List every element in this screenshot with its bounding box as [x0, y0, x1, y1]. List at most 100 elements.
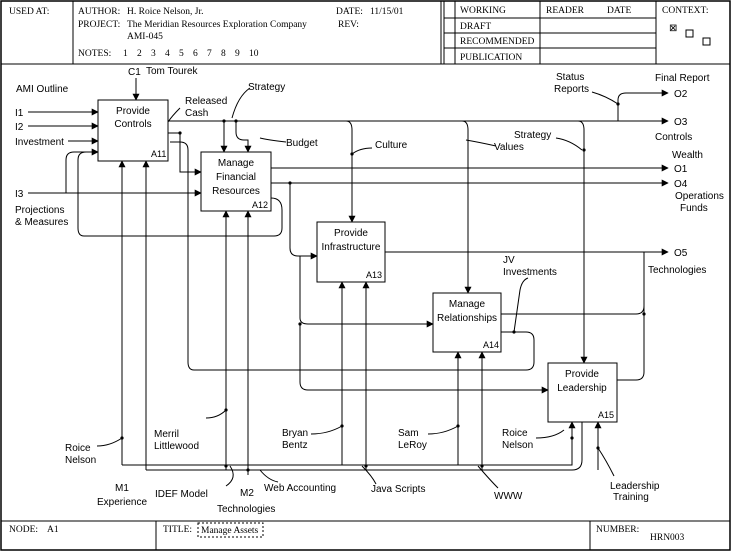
callout-culture — [351, 147, 373, 155]
callout-bryan — [310, 425, 343, 435]
title-label: TITLE: — [163, 525, 192, 535]
arrow-a12-feedback — [77, 151, 283, 237]
label-o3: O3 — [674, 117, 688, 128]
activity-code: A12 — [252, 200, 268, 210]
label-c1-name: Tom Tourek — [146, 66, 199, 77]
callout-merril — [205, 409, 227, 419]
label-merril-1: Merril — [154, 429, 179, 440]
number-label: NUMBER: — [596, 525, 639, 535]
label-m1: M1 — [115, 483, 129, 494]
title-focus-box — [197, 522, 264, 538]
label-ami-outline: AMI Outline — [16, 84, 69, 95]
arrow-o2 — [617, 89, 669, 121]
callout-leadership — [597, 447, 615, 477]
callout-sam — [427, 425, 459, 435]
label-status: Status — [556, 72, 584, 83]
label-m2: M2 — [240, 488, 254, 499]
date-label: DATE: — [336, 7, 363, 17]
author-label: AUTHOR: — [78, 7, 120, 17]
label-training: Training — [613, 492, 649, 503]
context-box-icon — [685, 29, 694, 38]
note-number[interactable]: 9 — [235, 49, 240, 59]
note-number[interactable]: 10 — [249, 49, 259, 59]
arrow-to-a15 — [299, 324, 549, 394]
status-draft[interactable]: DRAFT — [460, 22, 491, 32]
label-reports: Reports — [554, 84, 589, 95]
project-value: The Meridian Resources Exploration Compa… — [127, 20, 307, 30]
callout-strategy-right — [555, 137, 583, 151]
activity-a14[interactable]: Manage Relationships A14 — [432, 292, 502, 353]
label-investments: Investments — [503, 267, 557, 278]
label-roice-right-2: Nelson — [502, 440, 533, 451]
status-working[interactable]: WORKING — [460, 6, 506, 16]
context-box-icon — [702, 37, 711, 46]
label-bryan-1: Bryan — [282, 428, 308, 439]
label-final-report: Final Report — [655, 73, 710, 84]
arrow-m2-bus — [146, 422, 583, 471]
activity-a12[interactable]: Manage Financial Resources A12 — [200, 151, 272, 212]
note-number[interactable]: 7 — [207, 49, 212, 59]
arrow-a15-out — [617, 252, 645, 381]
arrow-values-to-a14 — [461, 120, 472, 294]
activity-label-line: Provide — [116, 106, 150, 117]
activity-label-line: Provide — [334, 228, 368, 239]
label-operations: Operations — [675, 191, 724, 202]
label-controls: Controls — [655, 132, 692, 143]
activity-label-line: Financial — [216, 172, 256, 183]
label-technologies-out: Technologies — [648, 265, 706, 276]
rev-label: REV: — [338, 20, 359, 30]
arrow-labels: AMI Outline C1 Tom Tourek I1 I2 Investme… — [15, 66, 724, 515]
arrows — [28, 78, 669, 489]
status-publication[interactable]: PUBLICATION — [460, 53, 522, 63]
label-culture: Culture — [375, 140, 408, 151]
footer-block: NODE: A1 TITLE: Manage Assets NUMBER: HR… — [1, 520, 730, 550]
activity-code: A15 — [598, 410, 614, 420]
callout-status — [591, 91, 619, 105]
activity-label-line: Leadership — [557, 383, 607, 394]
node-value: A1 — [47, 525, 59, 535]
activity-a15[interactable]: Provide Leadership A15 — [547, 362, 618, 423]
callout-roice-right — [535, 429, 565, 439]
note-number[interactable]: 8 — [221, 49, 226, 59]
label-idef-model: IDEF Model — [155, 489, 208, 500]
label-technologies-mech: Technologies — [217, 504, 275, 515]
node-label: NODE: — [9, 525, 38, 535]
label-o2: O2 — [674, 89, 688, 100]
activity-label-line: Resources — [212, 186, 260, 197]
label-merril-2: Littlewood — [154, 441, 199, 452]
activity-label-line: Infrastructure — [322, 242, 381, 253]
arrow-jv-investments — [513, 277, 529, 333]
callout-released — [167, 107, 181, 123]
label-strategy-top: Strategy — [248, 82, 285, 93]
reader-label: READER — [546, 6, 585, 16]
activity-label-line: Relationships — [437, 313, 497, 324]
label-c1: C1 — [128, 67, 141, 78]
label-roice-right-1: Roice — [502, 428, 528, 439]
reader-date-label: DATE — [607, 6, 631, 16]
callout-strategy — [231, 87, 251, 119]
context-map: ⊠ — [669, 23, 711, 46]
activity-a11[interactable]: Provide Controls A11 — [97, 99, 169, 162]
note-number[interactable]: 4 — [165, 49, 170, 59]
label-www: WWW — [494, 491, 523, 502]
callout-values — [465, 139, 497, 147]
note-number[interactable]: 2 — [137, 49, 142, 59]
note-number[interactable]: 3 — [151, 49, 156, 59]
arrow-strategy-to-a15 — [577, 120, 588, 364]
title-value[interactable]: Manage Assets — [201, 526, 259, 536]
activity-label-line: Manage — [449, 299, 486, 310]
arrow-projections-to-a11 — [65, 151, 88, 193]
label-cash: Cash — [185, 108, 208, 119]
note-number[interactable]: 1 — [123, 49, 128, 59]
activity-code: A11 — [151, 149, 166, 159]
label-o1: O1 — [674, 164, 688, 175]
label-projections: Projections — [15, 205, 64, 216]
note-number[interactable]: 6 — [193, 49, 198, 59]
status-recommended[interactable]: RECOMMENDED — [460, 37, 535, 47]
activity-label-line: Manage — [218, 158, 255, 169]
label-roice-left-2: Nelson — [65, 455, 96, 466]
activity-a13[interactable]: Provide Infrastructure A13 — [316, 221, 386, 283]
activity-box — [432, 292, 502, 353]
note-number[interactable]: 5 — [179, 49, 184, 59]
